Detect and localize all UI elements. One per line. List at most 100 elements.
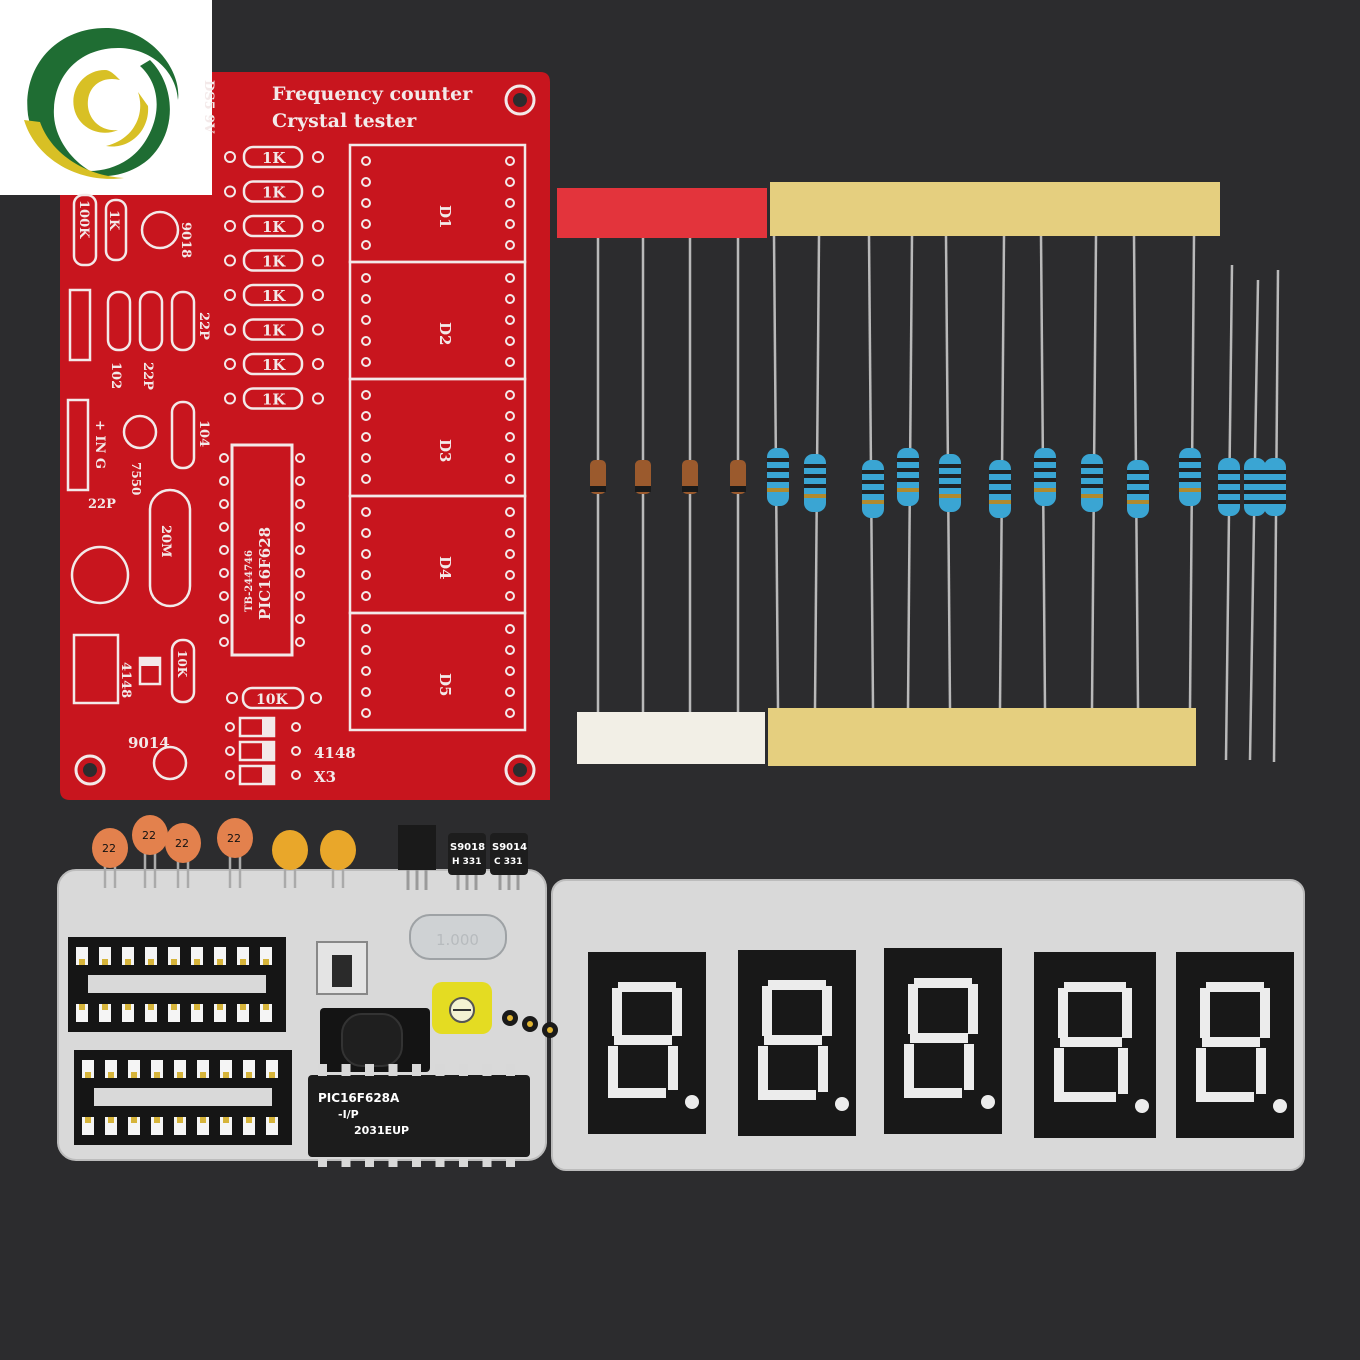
label-4148: 4148 [314, 744, 356, 762]
segment [1060, 1037, 1122, 1047]
ic-label-2: -I/P [338, 1108, 359, 1121]
digit-footprint-label: D2 [436, 322, 454, 345]
decimal-point [1135, 1099, 1149, 1113]
segment [758, 1090, 816, 1100]
diode [730, 460, 746, 494]
decimal-point [1273, 1099, 1287, 1113]
board-subtitle: Crystal tester [272, 110, 417, 132]
capacitor [217, 818, 253, 858]
digit-footprint-label: D4 [436, 556, 454, 579]
resistor-10k-footprint: 10K [226, 686, 322, 710]
capacitor [165, 823, 201, 863]
ic-label: PIC16F628A [318, 1091, 400, 1105]
segment [908, 984, 918, 1034]
capacitor-label: 22 [102, 842, 116, 855]
resistor [1081, 454, 1103, 512]
resistor [1179, 448, 1201, 506]
label-1k-left: 1K [106, 210, 121, 231]
loose-resistor [1264, 458, 1286, 516]
ic-label-3: 2031EUP [354, 1124, 409, 1137]
diode [682, 460, 698, 494]
board-title: Frequency counter [272, 83, 473, 105]
loose-resistor [1218, 458, 1240, 516]
label-100k: 100K [76, 200, 91, 239]
segment [910, 1033, 968, 1043]
capacitor [132, 815, 168, 855]
segment [612, 988, 622, 1036]
segment [964, 1044, 974, 1090]
resistor-footprint-label: 1K [262, 149, 286, 167]
segment [904, 1088, 962, 1098]
pcb-board: Frequency counter Crystal tester DS5 9V … [60, 72, 550, 800]
segment [1122, 988, 1132, 1038]
resistor [989, 460, 1011, 518]
segment [672, 988, 682, 1036]
segment [1054, 1048, 1064, 1094]
dc-jack [320, 1008, 430, 1072]
resistor-footprint-label: 1K [262, 184, 286, 202]
digit-footprint-label: D1 [436, 205, 454, 228]
corner-label: DS5 9V [201, 80, 216, 134]
segment [614, 1035, 672, 1045]
label-in-g: + IN G [92, 420, 107, 469]
decimal-point [835, 1097, 849, 1111]
resistor [767, 448, 789, 506]
diode-footprints: 4148 X3 [225, 716, 356, 786]
segment [1118, 1048, 1128, 1094]
crystal-label: 1.000 [436, 931, 479, 949]
decimal-point [981, 1095, 995, 1109]
transistor-label-2: S9014 [492, 842, 527, 853]
label-x3: X3 [314, 768, 336, 786]
chip-label: PIC16F628 [256, 527, 274, 620]
segment [762, 986, 772, 1036]
resistors-strip [767, 182, 1220, 766]
label-22p-a: 22P [196, 312, 211, 340]
label-104: 104 [196, 420, 211, 447]
segment [968, 984, 978, 1034]
mount-hole [504, 754, 536, 786]
resistor [1034, 448, 1056, 506]
segment [1206, 982, 1264, 992]
transistor-code-2: C 331 [494, 857, 523, 867]
segment [1196, 1048, 1206, 1094]
chip-footprint: PIC16F628 TB-244746 [219, 443, 305, 657]
resistor [897, 448, 919, 506]
left-footprints: 100K 1K 9018 22P 22P 102 104 + IN G 7550… [66, 193, 211, 781]
segment [818, 1046, 828, 1092]
resistor-footprint-label: 1K [262, 322, 286, 340]
digit-footprint-label: D3 [436, 439, 454, 462]
resistor-footprint-label: 1K [262, 356, 286, 374]
segment [768, 980, 826, 990]
resistor-footprint-label: 1K [262, 253, 286, 271]
microcontroller-ic: PIC16F628A -I/P 2031EUP [308, 1064, 530, 1167]
trimmer-capacitor [432, 982, 492, 1034]
segment [1200, 988, 1210, 1038]
segment [618, 982, 676, 992]
transistor-code-1: H 331 [452, 857, 481, 867]
label-102: 102 [108, 362, 123, 389]
segment [764, 1035, 822, 1045]
resistor-footprint-label: 1K [262, 391, 286, 409]
segment [608, 1046, 618, 1090]
label-22p-c: 22P [88, 497, 116, 512]
label-20m: 20M [158, 525, 173, 557]
loose-resistor [1244, 458, 1266, 516]
label-9018: 9018 [178, 222, 193, 258]
pin-header [502, 1010, 558, 1038]
push-button [316, 941, 368, 995]
label-4148-left: 4148 [118, 662, 133, 698]
segment [1196, 1092, 1254, 1102]
segment [914, 978, 972, 988]
mount-hole [504, 84, 536, 116]
transistor-label-1: S9018 [450, 842, 485, 853]
diode [635, 460, 651, 494]
segment [1064, 982, 1126, 992]
mount-hole [74, 754, 106, 786]
resistor [939, 454, 961, 512]
brand-logo [0, 0, 212, 195]
segment [1202, 1037, 1260, 1047]
segment [822, 986, 832, 1036]
decimal-point [685, 1095, 699, 1109]
